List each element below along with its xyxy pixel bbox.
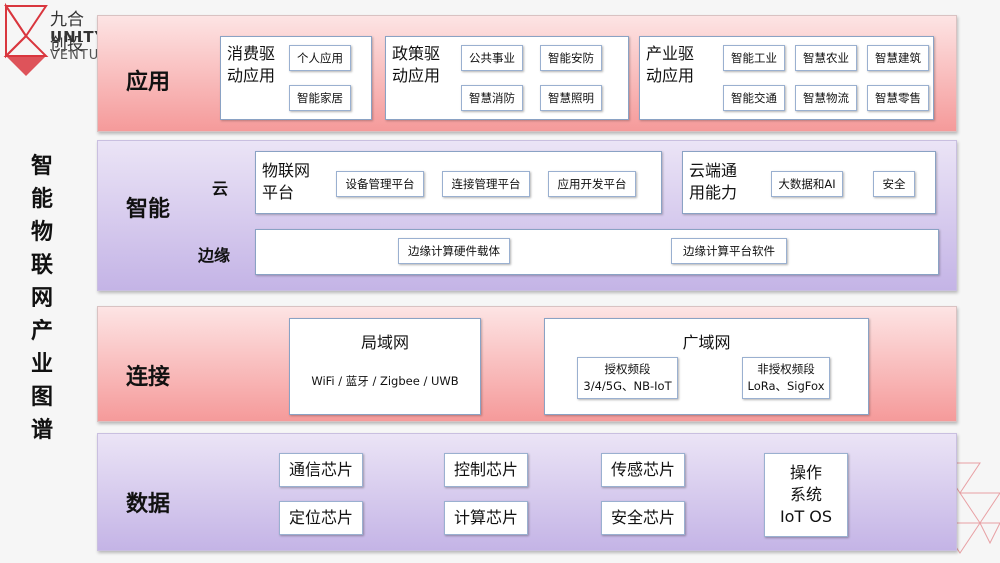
unlicensed-band-chip[interactable]: 非授权频段 LoRa、SigFox <box>742 357 830 399</box>
app-item[interactable]: 个人应用 <box>289 45 351 71</box>
chip-item[interactable]: 传感芯片 <box>601 453 685 487</box>
consumer-app-title: 消费驱 动应用 <box>227 43 275 87</box>
industry-app-group: 产业驱 动应用 智能工业 智慧农业 智慧建筑 智能交通 智慧物流 智慧零售 <box>639 36 934 120</box>
cloud-general-box: 云端通 用能力 大数据和AI 安全 <box>682 151 936 214</box>
data-layer: 数据 通信芯片 控制芯片 传感芯片 定位芯片 计算芯片 安全芯片 操作 系统 I… <box>97 433 957 551</box>
side-title-char: 图 <box>30 385 53 410</box>
connection-layer-label: 连接 <box>126 365 171 390</box>
policy-app-title: 政策驱 动应用 <box>392 43 440 87</box>
intelligence-layer-label: 智能 <box>126 197 171 222</box>
policy-app-group: 政策驱 动应用 公共事业 智能安防 智慧消防 智慧照明 <box>385 36 629 120</box>
cloud-capability-item[interactable]: 安全 <box>873 171 915 197</box>
edge-label: 边缘 <box>198 246 231 265</box>
licensed-band-title: 授权频段 <box>604 362 651 376</box>
edge-box: 边缘计算硬件载体 边缘计算平台软件 <box>255 229 939 275</box>
iot-os-line: 操作 <box>789 463 822 482</box>
side-title-char: 产 <box>30 319 53 344</box>
edge-item[interactable]: 边缘计算平台软件 <box>671 238 787 264</box>
side-title-char: 能 <box>30 187 53 212</box>
connection-layer: 连接 局域网 WiFi / 蓝牙 / Zigbee / UWB 广域网 授权频段… <box>97 306 957 422</box>
app-item[interactable]: 智能交通 <box>723 85 785 111</box>
platform-item[interactable]: 连接管理平台 <box>442 171 530 197</box>
group-title-line: 动应用 <box>646 66 695 85</box>
chip-item[interactable]: 计算芯片 <box>444 501 528 535</box>
side-title: 智 能 物 联 网 产 业 图 谱 <box>28 150 56 447</box>
logo-mark-icon <box>3 2 49 76</box>
wan-title: 广域网 <box>682 333 731 352</box>
group-title-line: 用能力 <box>689 183 738 202</box>
side-title-char: 谱 <box>30 418 53 443</box>
licensed-band-chip[interactable]: 授权频段 3/4/5G、NB-IoT <box>577 357 678 399</box>
lan-title: 局域网 <box>360 333 409 352</box>
chip-item[interactable]: 定位芯片 <box>279 501 363 535</box>
logo-en-line1: UNITY <box>50 28 107 46</box>
app-item[interactable]: 智慧零售 <box>867 85 929 111</box>
group-title-line: 政策驱 <box>392 44 441 63</box>
iot-os-line: 系统 <box>789 485 822 504</box>
logo-cn-text: 九合创投 <box>50 10 84 55</box>
application-layer-label: 应用 <box>126 70 171 95</box>
side-title-char: 业 <box>30 352 53 377</box>
app-item[interactable]: 智慧消防 <box>461 85 523 111</box>
group-title-line: 消费驱 <box>227 44 276 63</box>
cloud-capability-item[interactable]: 大数据和AI <box>771 171 843 197</box>
side-title-char: 联 <box>30 253 53 278</box>
group-title-line: 产业驱 <box>646 44 695 63</box>
iot-platform-title: 物联网 平台 <box>262 160 310 204</box>
side-title-char: 网 <box>30 286 53 311</box>
application-layer: 应用 消费驱 动应用 个人应用 智能家居 政策驱 动应用 公共事业 智能安防 智… <box>97 15 957 132</box>
app-item[interactable]: 智慧建筑 <box>867 45 929 71</box>
app-item[interactable]: 智慧农业 <box>795 45 857 71</box>
wan-box: 广域网 授权频段 3/4/5G、NB-IoT 非授权频段 LoRa、SigFox <box>544 318 869 415</box>
side-title-char: 智 <box>30 154 53 179</box>
platform-item[interactable]: 应用开发平台 <box>548 171 636 197</box>
unlicensed-band-tech: LoRa、SigFox <box>747 379 825 393</box>
intelligence-layer: 智能 云 边缘 物联网 平台 设备管理平台 连接管理平台 应用开发平台 云端通 … <box>97 140 957 291</box>
app-item[interactable]: 智能家居 <box>289 85 351 111</box>
side-title-char: 物 <box>30 220 53 245</box>
app-item[interactable]: 智能工业 <box>723 45 785 71</box>
group-title-line: 物联网 <box>262 161 311 180</box>
group-title-line: 动应用 <box>227 66 276 85</box>
iot-platform-box: 物联网 平台 设备管理平台 连接管理平台 应用开发平台 <box>255 151 662 214</box>
cloud-label: 云 <box>212 179 229 198</box>
platform-item[interactable]: 设备管理平台 <box>336 171 424 197</box>
app-item[interactable]: 公共事业 <box>461 45 523 71</box>
app-item[interactable]: 智慧物流 <box>795 85 857 111</box>
cloud-general-title: 云端通 用能力 <box>689 160 737 204</box>
app-item[interactable]: 智慧照明 <box>540 85 602 111</box>
unlicensed-band-title: 非授权频段 <box>757 362 815 376</box>
lan-box: 局域网 WiFi / 蓝牙 / Zigbee / UWB <box>289 318 481 415</box>
iot-os-chip[interactable]: 操作 系统 IoT OS <box>764 453 848 537</box>
chip-item[interactable]: 控制芯片 <box>444 453 528 487</box>
industry-app-title: 产业驱 动应用 <box>646 43 694 87</box>
group-title-line: 动应用 <box>392 66 441 85</box>
licensed-band-tech: 3/4/5G、NB-IoT <box>583 379 672 393</box>
logo: 九合创投 UNITY VENTURES <box>0 0 127 80</box>
edge-item[interactable]: 边缘计算硬件载体 <box>398 238 510 264</box>
data-layer-label: 数据 <box>126 492 171 517</box>
iot-os-line: IoT OS <box>779 507 833 526</box>
chip-item[interactable]: 通信芯片 <box>279 453 363 487</box>
lan-protocols: WiFi / 蓝牙 / Zigbee / UWB <box>311 374 459 388</box>
consumer-app-group: 消费驱 动应用 个人应用 智能家居 <box>220 36 372 120</box>
group-title-line: 云端通 <box>689 161 738 180</box>
group-title-line: 平台 <box>262 183 295 202</box>
chip-item[interactable]: 安全芯片 <box>601 501 685 535</box>
app-item[interactable]: 智能安防 <box>540 45 602 71</box>
